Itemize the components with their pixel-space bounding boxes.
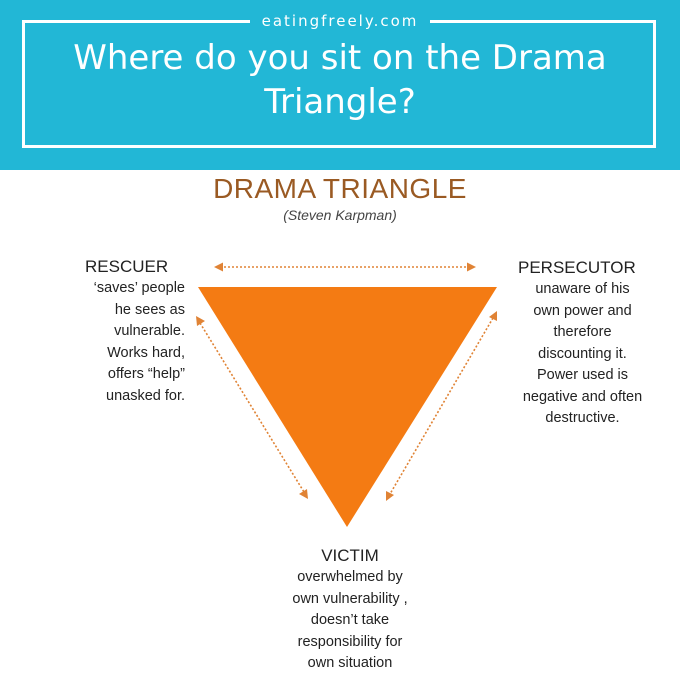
persecutor-victim-arrowhead-top: [489, 311, 497, 321]
victim-block: VICTIM overwhelmed by own vulnerability …: [255, 545, 445, 675]
persecutor-block: PERSECUTOR unaware of his own power and …: [500, 257, 665, 430]
banner-frame-top-left: [22, 20, 250, 23]
header-banner: eatingfreely.com Where do you sit on the…: [0, 0, 680, 170]
rescuer-name: RESCUER: [85, 257, 169, 276]
rescuer-victim-arrowhead-bottom: [299, 489, 308, 499]
drama-triangle-shape: [198, 287, 497, 527]
banner-frame-left: [22, 20, 25, 148]
persecutor-victim-arrowhead-bottom: [386, 491, 394, 501]
site-name: eatingfreely.com: [261, 12, 419, 30]
banner-frame-bottom: [22, 145, 656, 148]
rescuer-block: RESCUER ‘saves’ people he sees as vulner…: [55, 256, 185, 407]
victim-description: overwhelmed by own vulnerability , doesn…: [292, 569, 408, 671]
rescuer-description: ‘saves’ people he sees as vulnerable. Wo…: [93, 280, 185, 404]
triangle-arrows: [196, 262, 497, 501]
diagram-subtitle: (Steven Karpman): [283, 207, 397, 223]
rescuer-persecutor-arrowhead-right: [467, 262, 476, 272]
banner-title: Where do you sit on the Drama Triangle?: [73, 38, 607, 122]
rescuer-victim-arrowhead-top: [196, 316, 205, 326]
banner-frame-top-right: [430, 20, 656, 23]
diagram-title: DRAMA TRIANGLE: [213, 173, 467, 204]
persecutor-victim-arrow: [389, 317, 494, 495]
victim-name: VICTIM: [321, 546, 379, 565]
rescuer-persecutor-arrowhead-left: [214, 262, 223, 272]
persecutor-name: PERSECUTOR: [518, 258, 636, 277]
rescuer-victim-arrow: [199, 322, 305, 493]
persecutor-description: unaware of his own power and therefore d…: [522, 281, 643, 426]
banner-frame-right: [653, 20, 656, 148]
